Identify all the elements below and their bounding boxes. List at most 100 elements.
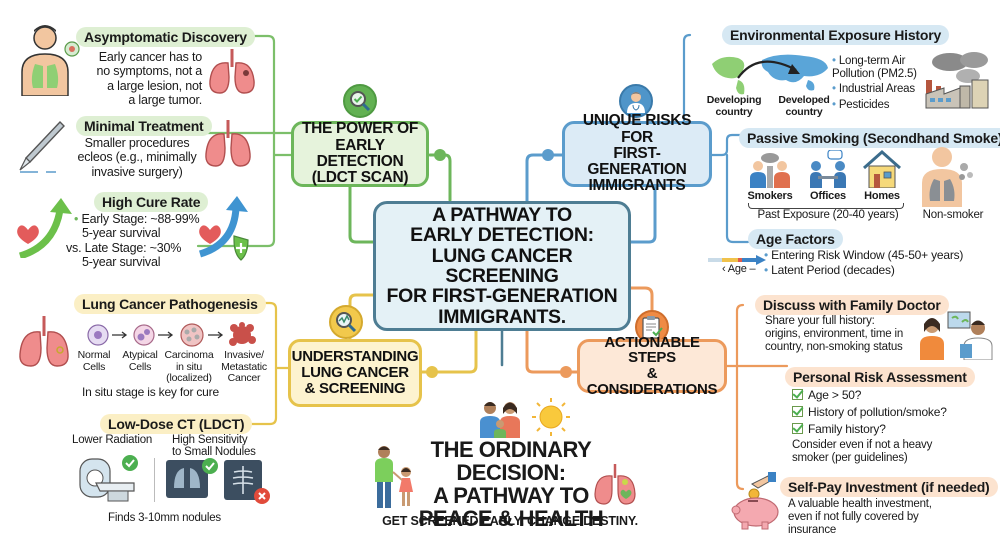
- bullet-item: Pesticides: [832, 99, 942, 112]
- checklist-item[interactable]: History of pollution/smoke?: [792, 405, 992, 420]
- text-line: Early cancer has to: [98, 50, 202, 64]
- text-line: A valuable health investment,: [788, 498, 932, 510]
- text-line: High Sensitivity: [172, 434, 248, 446]
- text-line: even if not fully covered by: [788, 511, 919, 524]
- topic-title-line: Lung Cancer: [301, 364, 409, 382]
- central-topic-line: for First-Generation: [386, 285, 618, 308]
- magnifier-check-icon: [343, 84, 377, 118]
- risk-note: Consider even if not a heavy smoker (per…: [792, 439, 992, 465]
- self-pay-text: A valuable health investment, even if no…: [788, 498, 988, 538]
- heart-arrow-up-icon: [14, 196, 74, 263]
- checkbox-checked-icon[interactable]: [792, 422, 803, 434]
- topic-title-line: & Considerations: [586, 365, 718, 398]
- ct-scanner-check-icon: [78, 453, 144, 508]
- smokers-icon: [748, 152, 792, 193]
- office-meeting-icon: [808, 149, 848, 193]
- age-axis-label: ‹ Age –: [722, 263, 756, 275]
- central-topic-line: Immigrants.: [438, 305, 566, 328]
- central-topic: A Pathway to Early Detection: Lung Cance…: [373, 201, 631, 331]
- discuss-doctor-label: Discuss with Family Doctor: [755, 295, 949, 315]
- world-map-migration-icon: [708, 50, 832, 103]
- topic-title-line: Understanding: [291, 348, 419, 366]
- stage-label: Carcinoma in situ (localized): [164, 349, 214, 385]
- text-line: country, non-smoking status: [765, 341, 903, 354]
- smokers-label: Smokers: [747, 190, 793, 202]
- early-detection-topic: The Power of Early Detection (LDCT Scan): [291, 121, 429, 187]
- age-timeline-arrow-icon: [708, 252, 766, 270]
- text-line: vs. Late Stage: ~30%: [66, 240, 182, 255]
- bullet-item: Latent Period (decades): [764, 263, 1000, 278]
- parent-child-icon: [372, 444, 418, 515]
- text-line: Share your full history:: [765, 315, 875, 327]
- developing-country-label: Developing country: [706, 94, 762, 118]
- arrow-icon: [112, 331, 128, 339]
- topic-title-line: The Power of: [301, 120, 419, 138]
- exposure-bracket: [748, 203, 904, 209]
- text-line: no symptoms, not a: [96, 64, 203, 79]
- topic-title-line: (LDCT Scan): [311, 169, 409, 187]
- age-factors-label: Age Factors: [748, 229, 843, 249]
- topic-title-line: & Screening: [304, 379, 406, 397]
- minimal-treatment-text: Smaller procedures ecleos (e.g., minimal…: [74, 136, 200, 179]
- divider: [154, 458, 155, 502]
- unique-risks-topic: Unique Risks for First-Generation Immigr…: [562, 113, 712, 194]
- environmental-exposure-label: Environmental Exposure History: [722, 25, 950, 45]
- conclusion-title: The Ordinary Decision: A Pathway to Peac…: [386, 438, 636, 530]
- text-line: insurance: [788, 524, 837, 537]
- sun-icon: [530, 396, 572, 443]
- asymptomatic-discovery-text: Early cancer has to no symptoms, not a a…: [92, 50, 203, 108]
- conclusion-tagline: Get Screened Early. Change Destiny.: [382, 514, 638, 528]
- doctor-avatar-icon: [619, 84, 653, 118]
- conclusion-title-line: A Pathway to: [433, 483, 589, 509]
- stage-label: Normal Cells: [77, 349, 111, 373]
- central-topic-line: Lung Cancer Screening: [431, 244, 573, 287]
- text-line: to Small Nodules: [172, 446, 256, 459]
- checkbox-checked-icon[interactable]: [792, 405, 803, 417]
- lower-radiation-label: Lower Radiation: [72, 434, 153, 446]
- non-smoker-lungs-icon: [920, 145, 976, 212]
- topic-title-line: Unique Risks for: [582, 112, 692, 146]
- heart-shield-arrow-icon: [196, 196, 256, 267]
- text-line: 5-year survival: [82, 226, 161, 241]
- text-line: origins, environment, time in: [765, 328, 904, 341]
- pathogenesis-caption: In situ stage is key for cure: [82, 385, 219, 399]
- central-topic-line: A Pathway to: [432, 203, 572, 226]
- carcinoma-cell-icon: [180, 323, 204, 347]
- family-icon: [478, 400, 526, 443]
- cell-progression: [76, 322, 276, 348]
- lungs-icon: [202, 118, 254, 175]
- healthy-lungs-icon: [592, 462, 638, 513]
- magnifier-chart-icon: [329, 305, 363, 339]
- central-topic-line: Early Detection:: [410, 224, 594, 247]
- checkbox-checked-icon[interactable]: [792, 389, 803, 400]
- high-cure-rate-label: High Cure Rate: [94, 192, 209, 212]
- topic-title-line: Immigrants: [588, 177, 686, 195]
- bullet-item: Long-term Air Pollution (PM2.5): [832, 55, 942, 81]
- checklist-text: History of pollution/smoke?: [808, 404, 947, 419]
- sensitivity-label: High Sensitivity to Small Nodules: [172, 434, 256, 458]
- homes-label: Homes: [864, 190, 900, 202]
- text-line: ecleos (e.g., minimally: [77, 150, 197, 165]
- atypical-cell-icon: [133, 324, 155, 346]
- text-line: 5-year survival: [82, 255, 161, 270]
- text-line: a large tumor.: [128, 93, 202, 108]
- passive-smoking-label: Passive Smoking (Secondhand Smoke): [739, 128, 1000, 148]
- checklist-item[interactable]: Family history?: [792, 422, 992, 437]
- arrow-icon: [158, 331, 174, 339]
- text-line: smoker (per guidelines): [792, 452, 908, 465]
- piggy-bank-coin-icon: [728, 470, 790, 535]
- text-line: invasive surgery): [91, 164, 183, 179]
- self-pay-label: Self-Pay Investment (if needed): [780, 477, 998, 497]
- factory-smoke-icon: [920, 50, 994, 115]
- lungs-nodule-icon: [206, 47, 258, 100]
- text-line: a large lesion, not: [107, 78, 202, 93]
- ldct-label: Low-Dose CT (LDCT): [100, 414, 253, 434]
- minimal-treatment-label: Minimal Treatment: [76, 116, 212, 136]
- pathogenesis-label: Lung Cancer Pathogenesis: [74, 294, 266, 314]
- understanding-topic: Understanding Lung Cancer & Screening: [288, 339, 422, 407]
- lungs-icon: [16, 314, 72, 375]
- checklist-item[interactable]: Age > 50?: [792, 388, 992, 403]
- bullet-item: Entering Risk Window (45-50+ years): [764, 248, 1000, 263]
- asymptomatic-discovery-label: Asymptomatic Discovery: [76, 27, 255, 47]
